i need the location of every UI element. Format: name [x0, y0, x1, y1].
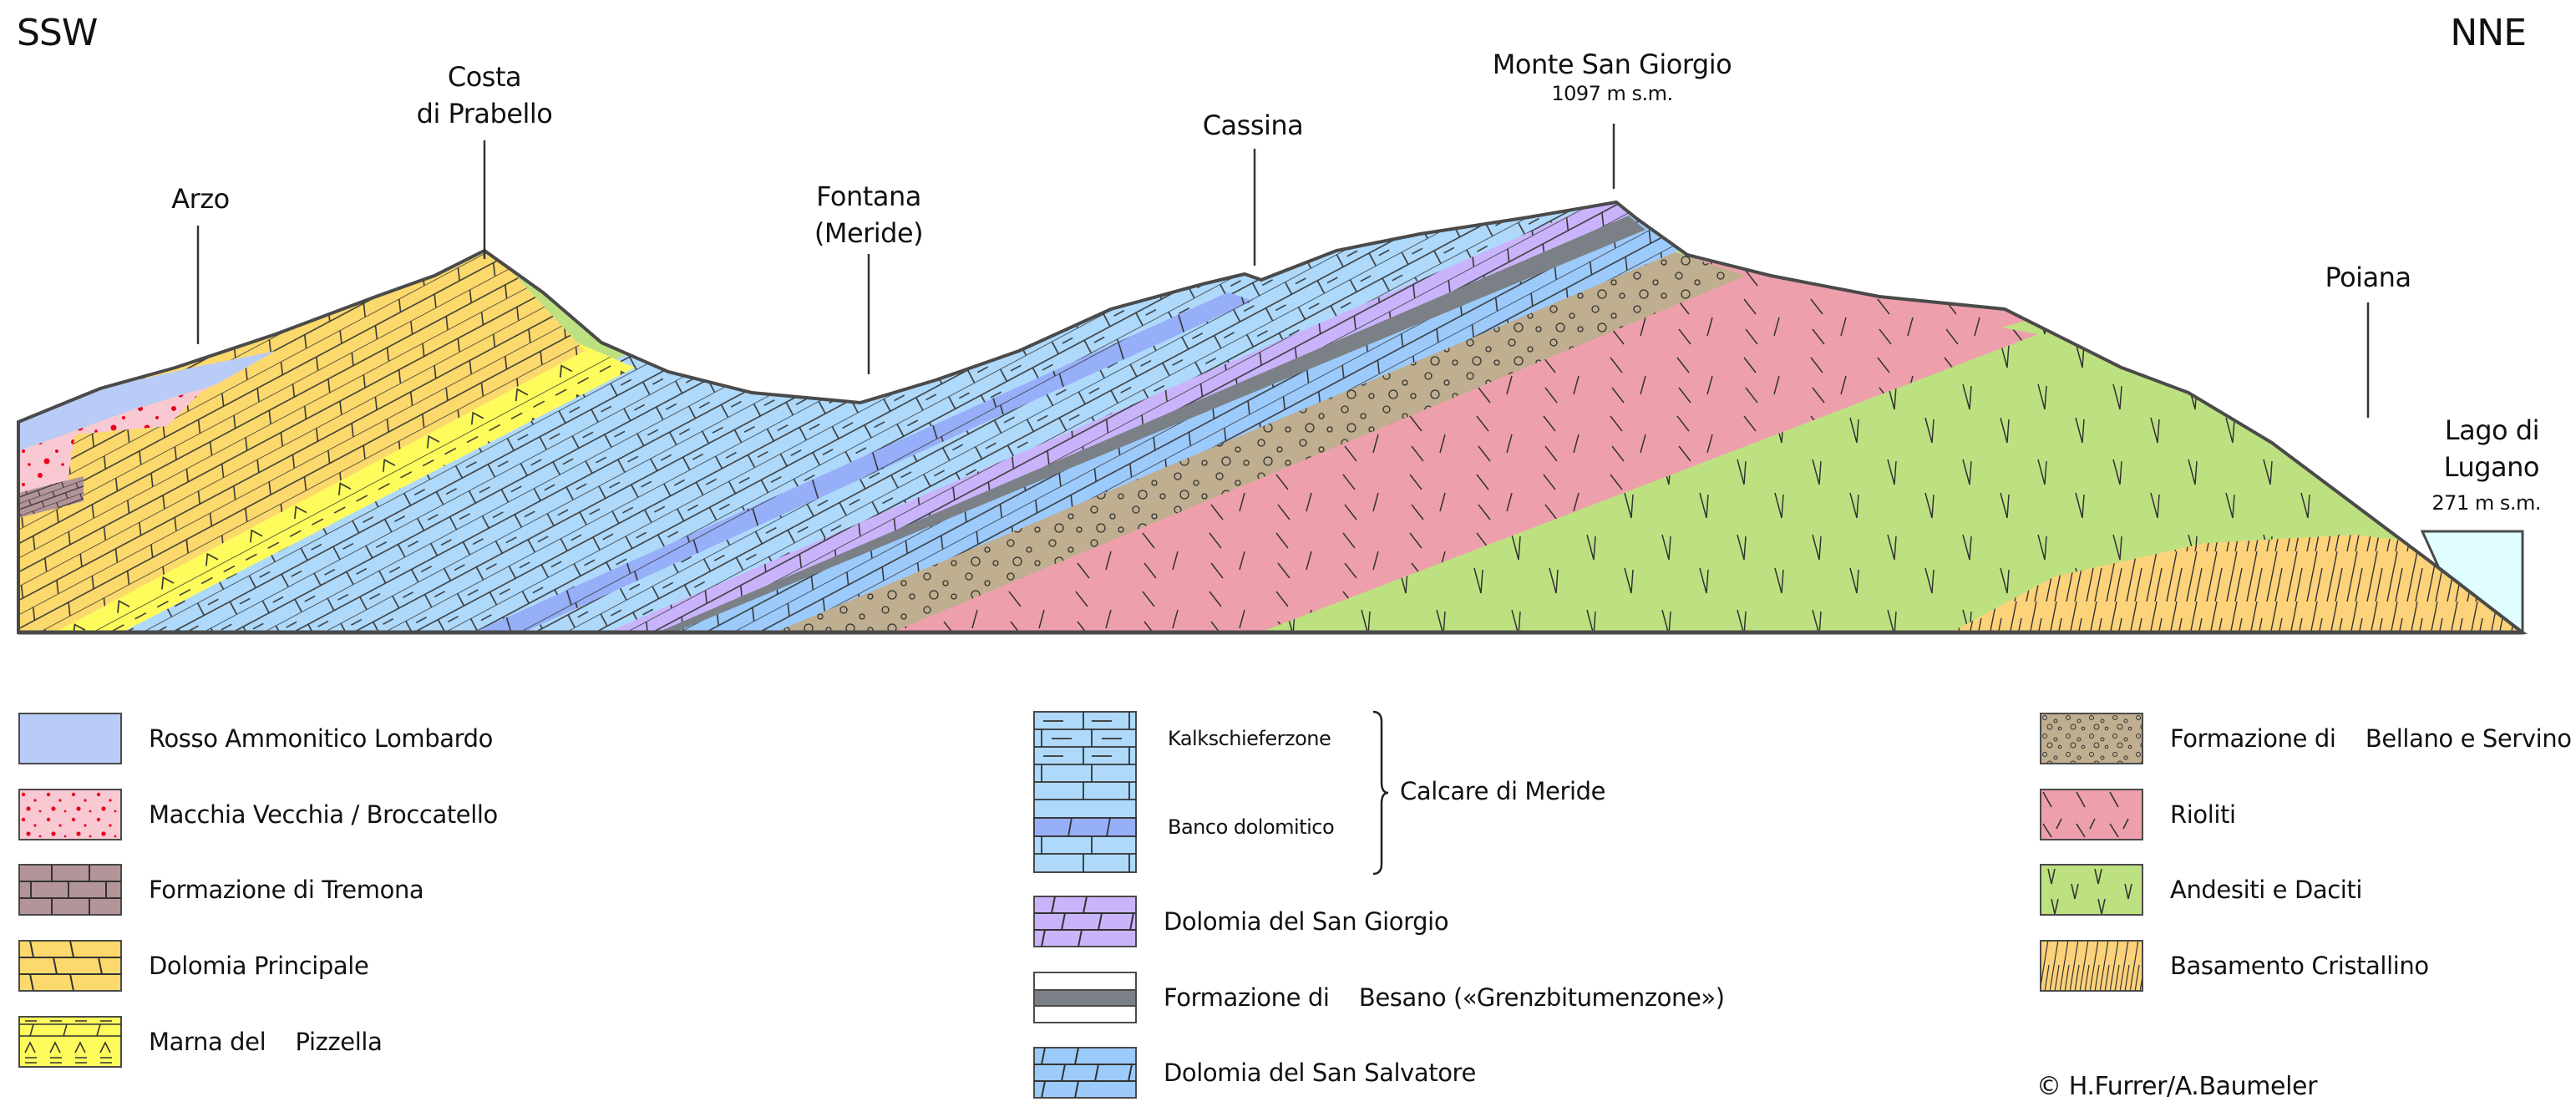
legend-bellano-servino: Formazione di Bellano e Servino: [2040, 712, 2572, 765]
legend-label: Rosso Ammonitico Lombardo: [149, 724, 494, 753]
location-lago-line2: Lugano: [2443, 451, 2540, 483]
swatch-macchia-vecchia: [18, 789, 122, 840]
swatch-dolomia-san-salvatore: [1033, 1047, 1137, 1099]
location-monte-name: Monte San Giorgio: [1492, 48, 1732, 80]
legend-label: Macchia Vecchia / Broccatello: [149, 800, 498, 829]
location-arzo: Arzo: [159, 180, 242, 217]
elevation-lago-di-lugano: 271 m s.m.: [2431, 491, 2541, 515]
legend-calcare-di-meride: Calcare di Meride: [1400, 777, 1606, 805]
swatch-dolomia-principale: [18, 940, 122, 992]
legend-label: Formazione di Besano («Grenzbitumenzone»…: [1164, 983, 1725, 1012]
layer-dolomia-principale: [18, 251, 585, 632]
layer-rosso-ammonitico: [18, 351, 276, 451]
geological-cross-section: [17, 124, 2528, 636]
legend-banco-dolomitico: Banco dolomitico: [1168, 815, 1335, 839]
legend-andesiti-daciti: Andesiti e Daciti: [2040, 863, 2362, 916]
legend-marna-pizzella: Marna del Pizzella: [18, 1015, 383, 1069]
location-cassina: Cassina: [1186, 107, 1320, 144]
legend-basamento-cristallino: Basamento Cristallino: [2040, 939, 2429, 993]
legend-dolomia-san-giorgio: Dolomia del San Giorgio: [1033, 895, 1449, 948]
layer-macchia-vecchia: [18, 351, 276, 501]
legend-label: Formazione di Bellano e Servino: [2170, 724, 2572, 753]
swatch-tremona: [18, 864, 122, 916]
location-fontana-meride: Fontana (Meride): [794, 178, 944, 251]
location-poiana: Poiana: [2305, 259, 2431, 296]
copyright-credit: © H.Furrer/A.Baumeler: [2036, 1072, 2318, 1101]
legend-tremona: Formazione di Tremona: [18, 863, 424, 916]
location-fontana-line1: Fontana: [816, 180, 921, 212]
legend-label: Andesiti e Daciti: [2170, 876, 2363, 904]
legend-rosso-ammonitico: Rosso Ammonitico Lombardo: [18, 712, 493, 765]
legend-label: Dolomia del San Salvatore: [1164, 1059, 1476, 1087]
legend-label: Dolomia del San Giorgio: [1164, 907, 1449, 936]
location-cassina-name: Cassina: [1202, 109, 1304, 141]
location-poiana-name: Poiana: [2325, 261, 2411, 293]
legend-besano: Formazione di Besano («Grenzbitumenzone»…: [1033, 971, 1725, 1024]
layer-tremona: [18, 476, 84, 518]
layer-basamento: [1946, 535, 2523, 632]
swatch-bellano-servino: [2040, 713, 2143, 764]
elevation-monte-san-giorgio: 1097 m s.m.: [1551, 82, 1673, 105]
direction-nne: NNE: [2450, 12, 2527, 54]
swatch-rioliti: [2040, 789, 2143, 840]
swatch-dolomia-san-giorgio: [1033, 896, 1137, 947]
legend-kalkschieferzone: Kalkschieferzone: [1168, 727, 1331, 750]
direction-ssw: SSW: [17, 12, 98, 54]
location-lago-di-lugano: Lago di Lugano: [2397, 412, 2540, 485]
swatch-marna-pizzella: [18, 1016, 122, 1068]
legend-label: Dolomia Principale: [149, 952, 369, 980]
location-monte-san-giorgio: Monte San Giorgio: [1470, 46, 1754, 83]
swatch-andesiti-daciti: [2040, 864, 2143, 916]
legend-label: Rioliti: [2170, 800, 2236, 829]
location-fontana-line2: (Meride): [814, 217, 924, 249]
legend-label: Marna del Pizzella: [149, 1028, 383, 1056]
swatch-calcare-di-meride: [1033, 711, 1137, 873]
legend-dolomia-san-salvatore: Dolomia del San Salvatore: [1033, 1046, 1476, 1099]
swatch-besano: [1033, 972, 1137, 1023]
legend-rioliti: Rioliti: [2040, 788, 2236, 841]
legend-macchia-vecchia: Macchia Vecchia / Broccatello: [18, 788, 498, 841]
swatch-basamento-cristallino: [2040, 940, 2143, 992]
legend-dolomia-principale: Dolomia Principale: [18, 939, 369, 993]
terrain-outline: [17, 200, 2528, 634]
location-lago-line1: Lago di: [2444, 414, 2540, 446]
location-costa-line2: di Prabello: [416, 98, 553, 129]
brace-icon: [1372, 710, 1389, 876]
legend-label: Formazione di Tremona: [149, 876, 424, 904]
legend-label: Basamento Cristallino: [2170, 952, 2429, 980]
location-costa-line1: Costa: [447, 61, 522, 93]
location-arzo-name: Arzo: [171, 183, 230, 215]
layer-banco-dolomitico: [468, 292, 1253, 632]
swatch-rosso-ammonitico: [18, 713, 122, 764]
location-costa-di-prabello: Costa di Prabello: [401, 58, 568, 132]
